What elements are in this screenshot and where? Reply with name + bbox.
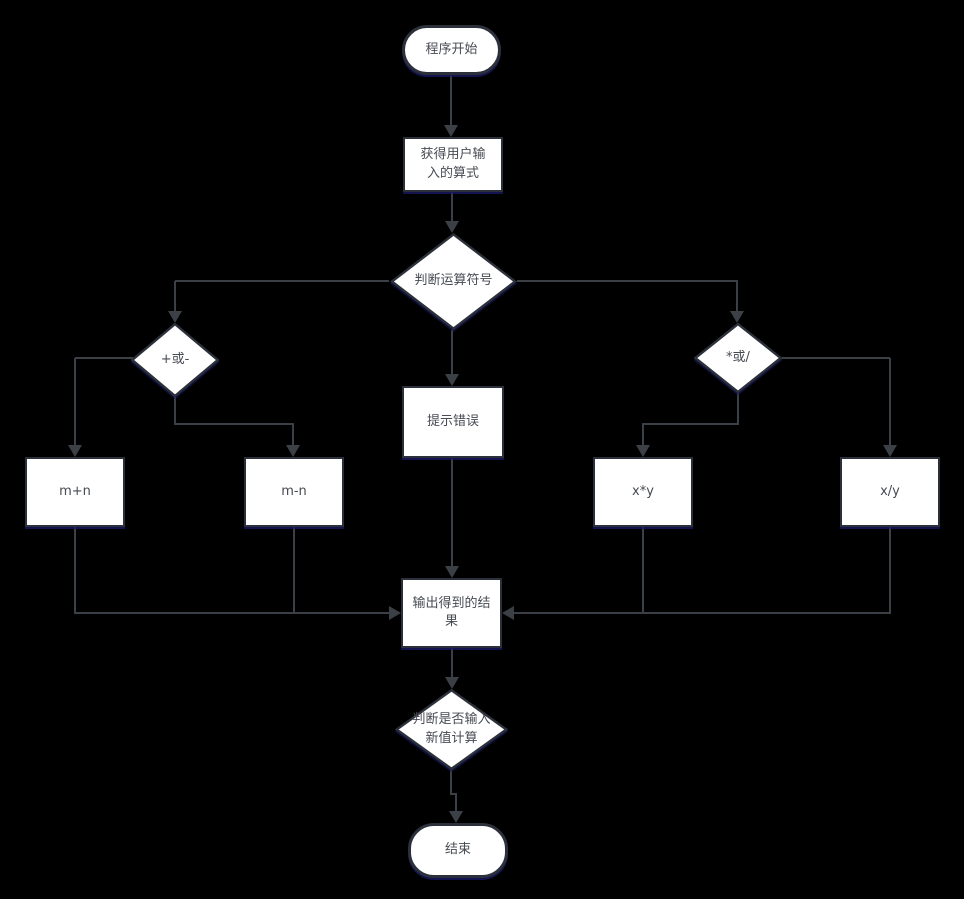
connector-timesdiv-to-mul-hsegment — [642, 423, 739, 425]
connector-timesdiv-to-div-hsegment — [782, 357, 890, 359]
node-get-input-label: 获得用户输 入的算式 — [420, 147, 486, 181]
node-sub: m-n — [244, 457, 344, 527]
connector-timesdiv-to-div-vsegment — [889, 358, 891, 446]
node-times-div-label: *或/ — [726, 349, 750, 365]
node-op-check-label: 判断运算符号 — [414, 273, 493, 289]
node-div: x/y — [840, 457, 940, 527]
diamond-shape-icon — [694, 323, 782, 393]
node-repeat-check-label: 判断是否输入 新值计算 — [412, 712, 491, 746]
connector-opcheck-to-timesdiv-vsegment — [736, 281, 738, 312]
connector-left-merge-to-output-hsegment — [74, 612, 389, 614]
connector-start-to-input-line — [450, 75, 452, 126]
node-mul-label: x*y — [632, 483, 654, 499]
connector-start-to-input-arrowhead — [444, 125, 458, 137]
node-add-label: m+n — [59, 483, 91, 499]
connector-add-to-output-vsegment — [74, 527, 76, 614]
diamond-shape-icon — [395, 689, 508, 770]
node-start-label: 程序开始 — [425, 41, 478, 57]
node-start: 程序开始 — [402, 25, 501, 75]
connector-plusminus-to-sub-hsegment — [174, 423, 294, 425]
connector-opcheck-to-plusminus-vsegment — [174, 281, 176, 312]
connector-opcheck-to-plusminus-arrowhead — [168, 311, 182, 323]
connector-left-merge-to-output-arrowhead — [389, 606, 401, 620]
node-sub-label: m-n — [281, 483, 307, 499]
connector-repeatcheck-to-end-vsegment1 — [450, 770, 452, 795]
diamond-shape-icon — [390, 233, 517, 330]
connector-plusminus-to-sub-vsegment1 — [174, 397, 176, 424]
connector-repeatcheck-to-end-arrowhead — [449, 811, 463, 823]
node-op-check: 判断运算符号 — [390, 233, 517, 330]
connector-repeatcheck-to-end-vsegment2 — [455, 793, 457, 813]
connector-plusminus-to-add-arrowhead — [68, 445, 82, 457]
node-repeat-check: 判断是否输入 新值计算 — [395, 689, 508, 770]
connector-timesdiv-to-mul-vsegment2 — [642, 424, 644, 446]
connector-opcheck-to-timesdiv-arrowhead — [730, 311, 744, 323]
node-times-div: *或/ — [694, 323, 782, 393]
connector-repeatcheck-to-end-jog — [450, 793, 457, 795]
connector-opcheck-to-timesdiv-hsegment — [517, 280, 738, 282]
connector-right-merge-to-output-hsegment — [514, 612, 890, 614]
connector-timesdiv-to-div-arrowhead — [883, 445, 897, 457]
connector-plusminus-to-add-vsegment — [74, 358, 76, 446]
node-end-label: 结束 — [444, 842, 471, 858]
node-get-input: 获得用户输 入的算式 — [403, 137, 503, 192]
connector-right-merge-to-output-arrowhead — [502, 606, 514, 620]
node-mul: x*y — [593, 457, 693, 527]
connector-input-to-opcheck-arrowhead — [445, 221, 459, 233]
connector-timesdiv-to-mul-vsegment1 — [737, 393, 739, 424]
connector-sub-to-output-vsegment — [293, 527, 295, 613]
connector-opcheck-to-error-arrowhead — [445, 374, 459, 386]
node-output: 输出得到的结 果 — [401, 578, 502, 648]
node-plus-minus-label: +或- — [160, 351, 190, 367]
connector-div-to-output-vsegment — [889, 527, 891, 614]
connector-output-to-repeatcheck-line — [451, 648, 453, 679]
node-plus-minus: +或- — [131, 323, 219, 397]
connector-plusminus-to-sub-arrowhead — [286, 445, 300, 457]
diamond-shape-icon — [131, 323, 219, 397]
node-div-label: x/y — [880, 483, 900, 499]
connector-error-to-output-arrowhead — [445, 566, 459, 578]
connector-timesdiv-to-mul-arrowhead — [636, 445, 650, 457]
node-end: 结束 — [408, 823, 508, 878]
connector-error-to-output-line — [451, 458, 453, 568]
connector-plusminus-to-add-hsegment — [75, 357, 133, 359]
connector-mul-to-output-vsegment — [642, 527, 644, 613]
node-output-label: 输出得到的结 果 — [412, 595, 491, 629]
connector-plusminus-to-sub-vsegment2 — [292, 424, 294, 446]
connector-opcheck-to-error-line — [451, 330, 453, 375]
connector-opcheck-to-plusminus-hsegment — [175, 280, 389, 282]
node-add: m+n — [25, 457, 125, 527]
connector-input-to-opcheck-line — [451, 192, 453, 222]
node-error-label: 提示错误 — [426, 413, 479, 429]
connector-output-to-repeatcheck-arrowhead — [445, 677, 459, 689]
node-error: 提示错误 — [402, 386, 504, 458]
